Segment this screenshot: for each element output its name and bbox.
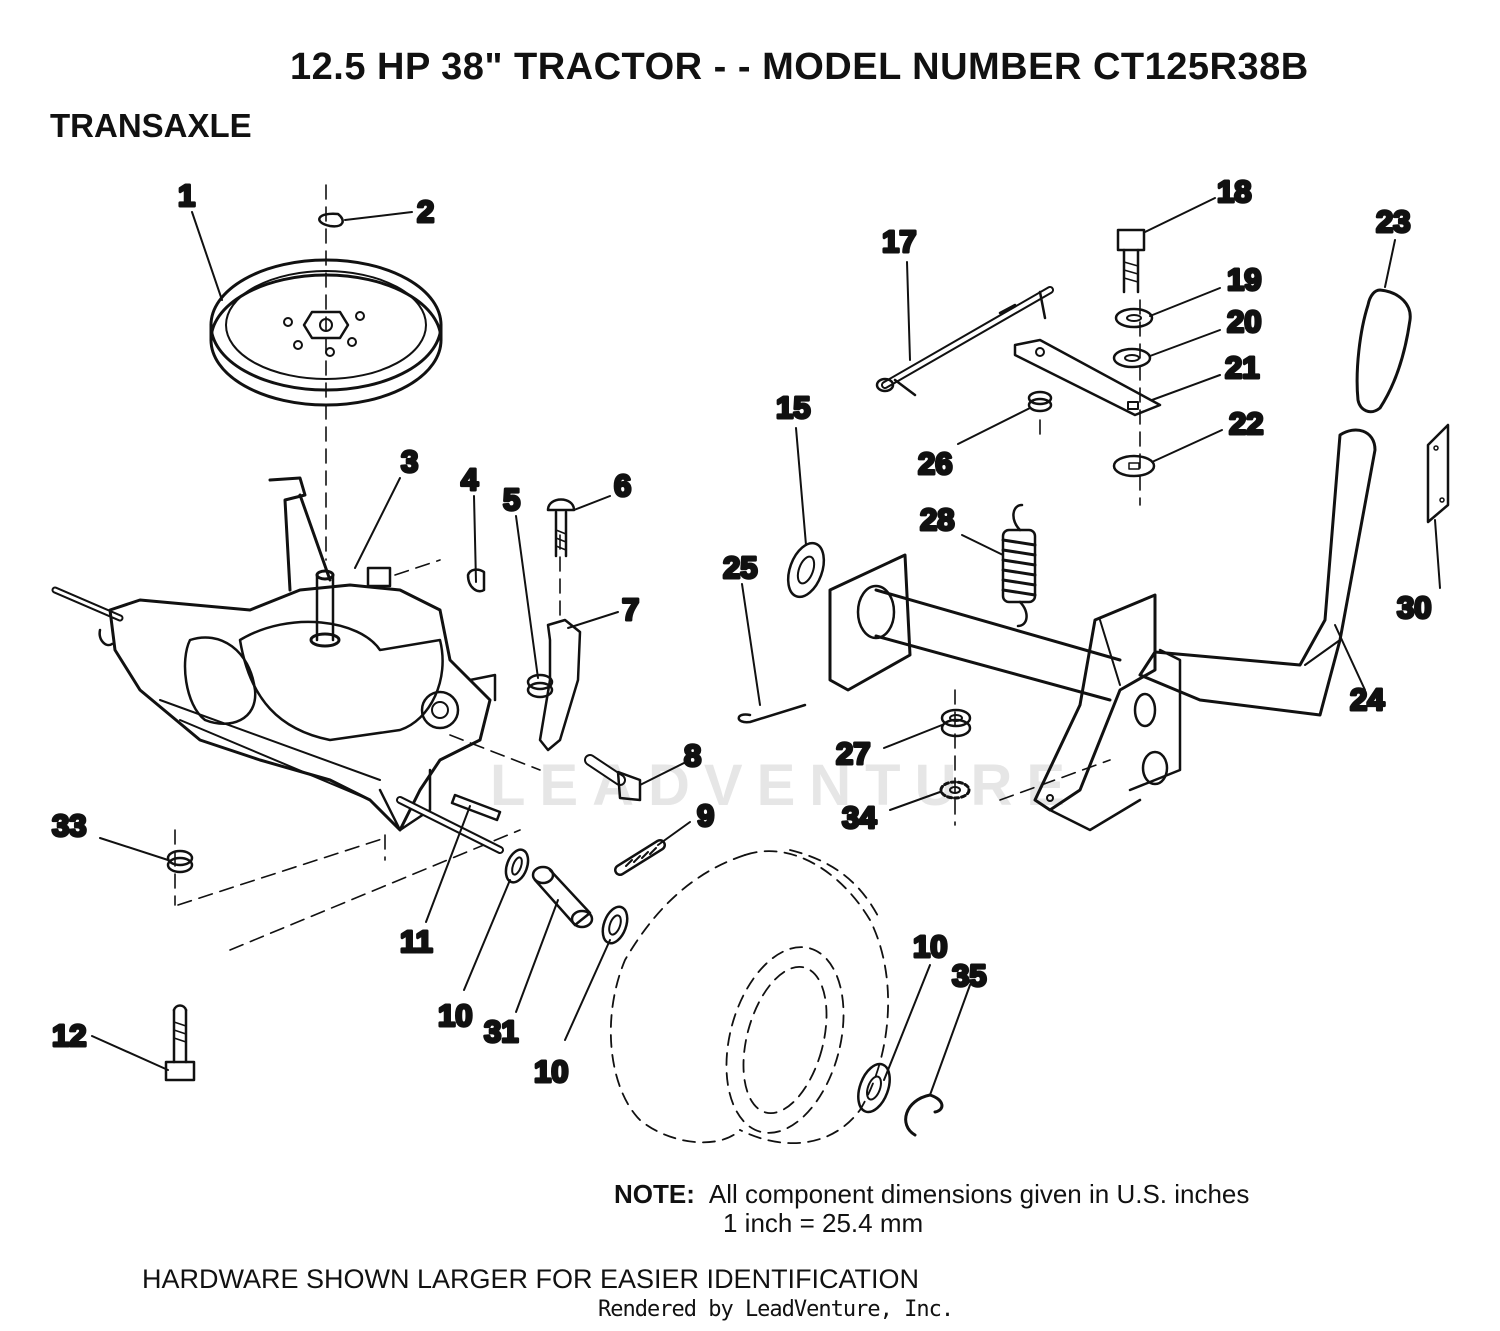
carriage-bolt (546, 498, 576, 558)
note-label: NOTE: (614, 1179, 695, 1209)
callout-9: 9 (697, 798, 714, 833)
callout-26: 26 (918, 446, 952, 481)
callout-1: 1 (178, 178, 195, 213)
flat-washer-20 (1112, 347, 1152, 369)
decal-plate (1426, 423, 1450, 524)
lock-washer-19 (1114, 307, 1154, 329)
flat-washer-a (504, 848, 530, 884)
section-title: TRANSAXLE (50, 107, 252, 144)
e-clip (904, 1093, 944, 1137)
flat-washer-c (857, 1062, 891, 1114)
callout-35: 35 (952, 958, 986, 993)
axle-key (450, 793, 502, 822)
shift-knob (1355, 288, 1412, 414)
callout-18: 18 (1217, 174, 1251, 209)
callout-19: 19 (1227, 262, 1261, 297)
callout-labels: 1 2 3 4 5 6 7 8 9 10 10 10 11 12 15 17 1… (51, 173, 1433, 1091)
note-line-2: 1 inch = 25.4 mm (723, 1208, 924, 1238)
callout-10a: 10 (438, 998, 472, 1033)
callout-21: 21 (1225, 350, 1259, 385)
callout-25: 25 (723, 550, 757, 585)
callout-11: 11 (400, 924, 433, 959)
callout-4: 4 (461, 462, 479, 497)
hex-nut-33 (166, 849, 194, 874)
spring-pin (614, 839, 666, 876)
callout-7: 7 (622, 592, 639, 627)
pulley (209, 258, 443, 407)
callout-5: 5 (503, 482, 520, 517)
callout-15: 15 (776, 390, 810, 425)
callout-24: 24 (1350, 682, 1385, 717)
note-line-1: All component dimensions given in U.S. i… (708, 1179, 1250, 1209)
shift-bracket (828, 553, 1182, 832)
flat-washer-b (601, 905, 629, 945)
callout-17: 17 (882, 224, 916, 259)
callout-6: 6 (614, 468, 631, 503)
link-plate (1013, 338, 1162, 417)
dimension-note: NOTE: All component dimensions given in U… (614, 1180, 1249, 1238)
callout-12: 12 (52, 1018, 86, 1053)
callout-33: 33 (52, 808, 86, 843)
callout-34: 34 (842, 800, 877, 835)
flat-washer-15 (786, 541, 826, 599)
page-title: 12.5 HP 38" TRACTOR - - MODEL NUMBER CT1… (290, 46, 1309, 88)
callout-22: 22 (1229, 406, 1263, 441)
rear-wheel-phantom (610, 849, 889, 1144)
axle-spacer (531, 865, 594, 929)
hardware-caption: HARDWARE SHOWN LARGER FOR EASIER IDENTIF… (142, 1264, 920, 1294)
hex-bolt-18 (1116, 228, 1146, 294)
callout-3: 3 (401, 444, 418, 479)
leader-lines (91, 197, 1441, 1096)
shift-lever (1138, 428, 1377, 717)
transaxle (51, 476, 504, 854)
render-credit: Rendered by LeadVenture, Inc. (598, 1297, 954, 1322)
callout-10b: 10 (534, 1054, 568, 1089)
long-bolt (164, 1004, 196, 1082)
callout-30: 30 (1397, 590, 1431, 625)
hex-nut-27 (940, 708, 972, 738)
callout-8: 8 (684, 738, 701, 773)
callout-10c: 10 (913, 929, 947, 964)
callout-28: 28 (920, 502, 954, 537)
square-washer-22 (1112, 454, 1156, 478)
cotter-pin (737, 703, 807, 724)
callout-27: 27 (836, 736, 870, 771)
tension-spring (1001, 503, 1037, 628)
callout-31: 31 (484, 1014, 518, 1049)
hex-bolt (584, 754, 642, 802)
hex-nut-26 (1027, 390, 1053, 413)
callout-2: 2 (417, 194, 434, 229)
callout-20: 20 (1227, 304, 1261, 339)
shift-linkage (875, 286, 1054, 397)
star-washer (939, 780, 971, 800)
retaining-clip (318, 212, 344, 228)
hex-nut-small (526, 673, 554, 699)
woodruff-key (466, 568, 486, 593)
assembly-guide-lines (174, 184, 1141, 951)
callout-23: 23 (1376, 204, 1410, 239)
